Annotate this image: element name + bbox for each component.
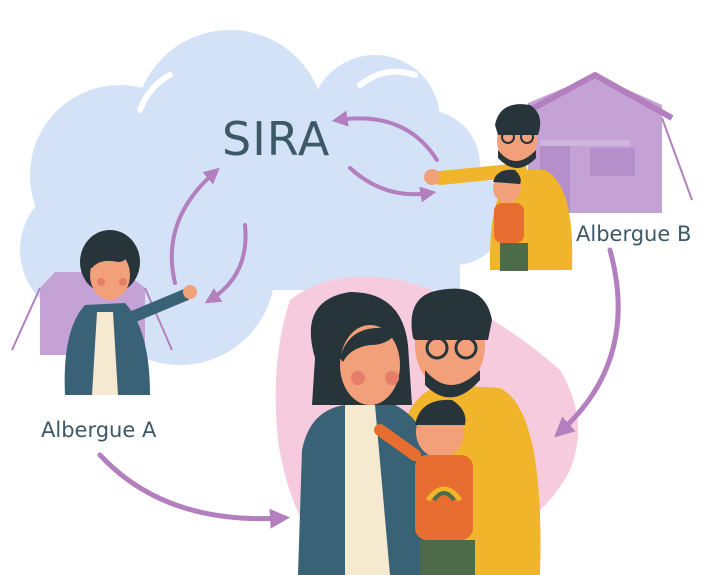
woman-icon xyxy=(64,230,197,395)
arrow-icon xyxy=(97,110,621,529)
cloud-highlights xyxy=(57,67,418,113)
child-icon xyxy=(493,169,528,271)
diagram-title: SIRA xyxy=(222,112,331,166)
family-icon xyxy=(298,288,541,575)
shelter-b-label: Albergue B xyxy=(576,222,692,246)
shelter-a-label: Albergue A xyxy=(41,418,157,442)
